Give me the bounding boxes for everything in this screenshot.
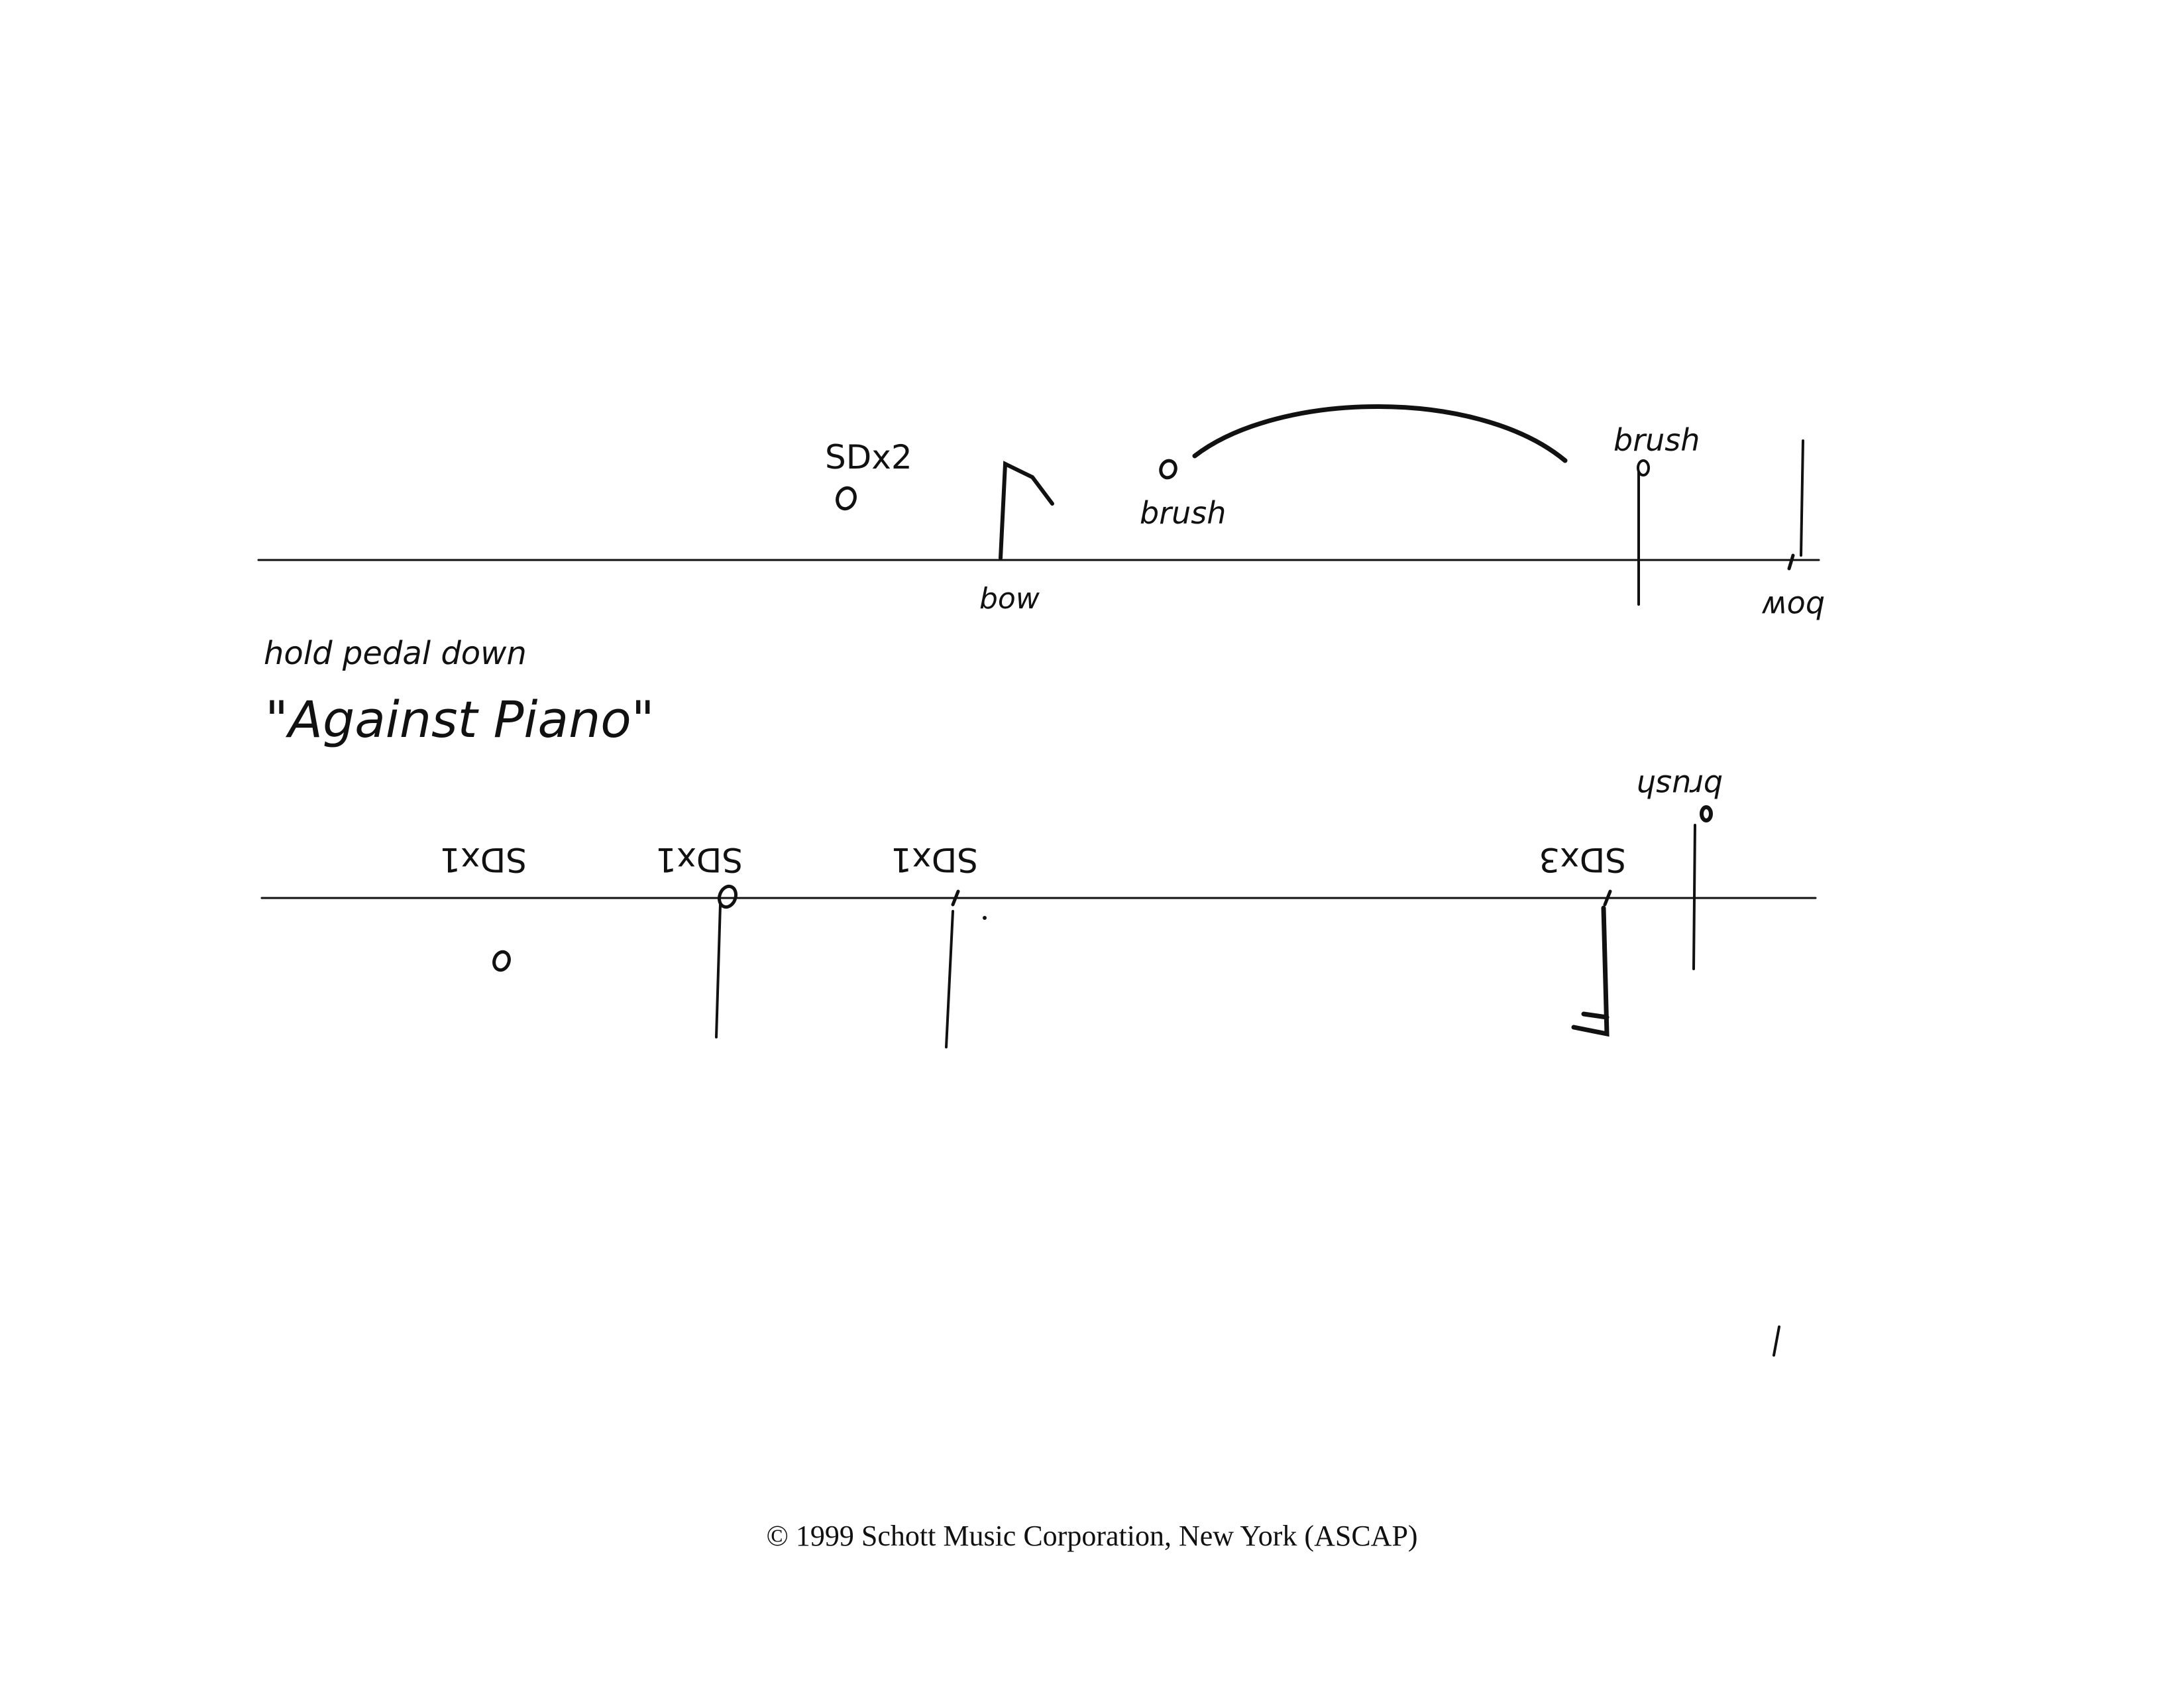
copyright-footer: © 1999 Schott Music Corporation, New Yor…	[766, 1520, 1418, 1552]
upper-brush-notehead	[1159, 459, 1177, 480]
upper-bow-tick-right	[1787, 553, 1795, 571]
lower-staccato-dot	[983, 916, 987, 920]
lower-brush-stem	[1692, 824, 1696, 970]
upper-tie-arc	[1192, 404, 1568, 463]
upper-sdx2-notehead	[836, 486, 857, 511]
upper-brush-label-left: brush	[1140, 495, 1226, 531]
instruction-against-piano: "Against Piano"	[265, 690, 655, 749]
lower-sdx1-notehead-b	[717, 884, 738, 909]
lower-sdx1-label-b: SDx1	[655, 840, 743, 879]
upper-bow-stem-right	[1800, 439, 1804, 557]
upper-bow-label-right: bow	[1762, 589, 1825, 625]
instruction-hold-pedal: hold pedal down	[264, 635, 527, 672]
lower-sdx3-stem-beams	[1571, 905, 1610, 1037]
upper-brush-label-right: brush	[1613, 422, 1700, 458]
lower-sdx1-label-c: SDx1	[891, 840, 978, 879]
upper-sdx2-label: SDx2	[825, 438, 912, 477]
lower-brush-notehead	[1700, 805, 1713, 822]
lower-sdx3-tick	[1603, 889, 1612, 907]
upper-brush-notehead-right	[1637, 459, 1650, 477]
lower-sdx1-tick-c	[951, 889, 960, 907]
lower-sdx3-label: SDx3	[1539, 840, 1626, 879]
lower-sdx1-stem-c	[945, 910, 954, 1048]
lower-sdx1-notehead-a	[492, 950, 511, 972]
stray-slash-mark	[1773, 1325, 1780, 1357]
upper-bow-note-flag	[999, 461, 1054, 560]
lower-brush-label: brush	[1637, 768, 1723, 804]
upper-bow-label-left: bow	[979, 582, 1040, 616]
lower-sdx1-stem-b	[715, 903, 722, 1038]
lower-sdx1-label-a: SDx1	[439, 840, 527, 879]
